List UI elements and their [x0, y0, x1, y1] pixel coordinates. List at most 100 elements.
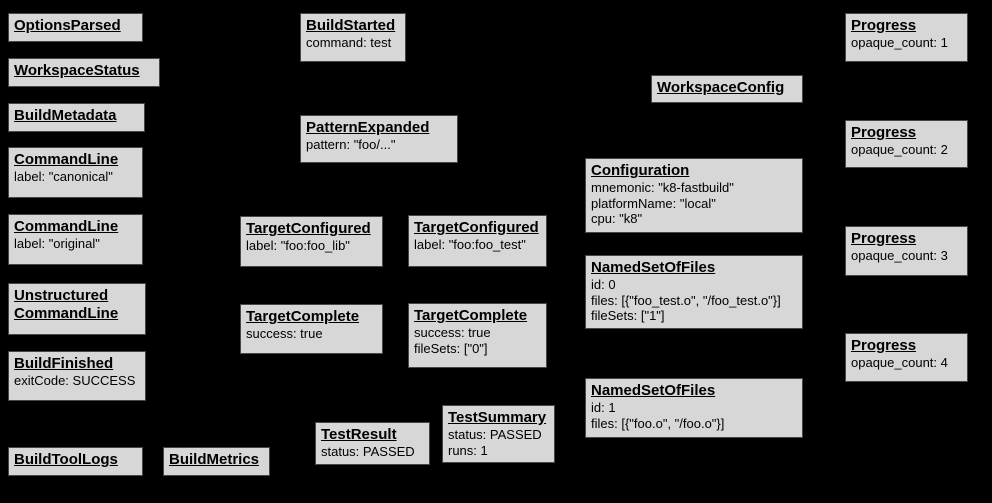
- event-property: status: PASSED: [321, 444, 415, 459]
- event-property: opaque_count: 1: [851, 35, 948, 50]
- event-properties: label: "foo:foo_lib": [246, 238, 377, 254]
- event-title-line: TestResult: [321, 426, 397, 443]
- event-property: runs: 1: [448, 442, 488, 458]
- event-title: TargetConfigured: [414, 219, 541, 237]
- event-property: label: "original": [14, 236, 100, 251]
- event-properties: opaque_count: 4: [851, 355, 962, 371]
- event-properties: label: "canonical": [14, 169, 137, 185]
- event-title-line: TargetConfigured: [246, 220, 371, 237]
- event-title-line: Unstructured: [14, 287, 109, 304]
- event-box-targetconfigured: TargetConfigured label: "foo:foo_test": [408, 215, 547, 267]
- event-title-line: TestSummary: [448, 409, 547, 426]
- event-box-progress: Progress opaque_count: 2: [845, 120, 968, 168]
- event-properties: opaque_count: 1: [851, 35, 962, 51]
- event-box-optionsparsed: OptionsParsed: [8, 13, 143, 42]
- event-property: platformName: "local": [591, 195, 716, 211]
- event-title: BuildStarted: [306, 17, 400, 35]
- event-title-line: BuildFinished: [14, 355, 114, 372]
- event-title-line: NamedSetOfFiles: [591, 259, 716, 276]
- event-box-configuration: Configuration mnemonic: "k8-fastbuild"pl…: [585, 158, 803, 233]
- event-box-buildfinished: BuildFinished exitCode: SUCCESS: [8, 351, 146, 401]
- event-property: fileSets: ["1"]: [591, 308, 665, 323]
- event-property: mnemonic: "k8-fastbuild": [591, 180, 734, 195]
- event-properties: mnemonic: "k8-fastbuild"platformName: "l…: [591, 180, 797, 227]
- event-box-workspaceconfig: WorkspaceConfig: [651, 75, 803, 103]
- event-title: Progress: [851, 337, 962, 355]
- event-box-buildmetrics: BuildMetrics: [163, 447, 270, 476]
- event-box-targetcomplete: TargetComplete success: true: [240, 304, 383, 354]
- event-title: Progress: [851, 230, 962, 248]
- event-box-progress: Progress opaque_count: 4: [845, 333, 968, 382]
- event-box-patternexpanded: PatternExpanded pattern: "foo/...": [300, 115, 458, 163]
- event-property: status: PASSED: [448, 427, 542, 442]
- event-title: TargetComplete: [246, 308, 377, 326]
- event-box-progress: Progress opaque_count: 3: [845, 226, 968, 276]
- event-property: fileSets: ["0"]: [414, 340, 488, 356]
- event-title-line: Progress: [851, 17, 917, 34]
- event-title: TestResult: [321, 426, 424, 444]
- event-title: Configuration: [591, 162, 797, 180]
- event-box-commandline: CommandLine label: "original": [8, 214, 143, 265]
- event-title: TargetComplete: [414, 307, 541, 325]
- event-property: command: test: [306, 35, 392, 50]
- event-box-buildstarted: BuildStarted command: test: [300, 13, 406, 62]
- event-title: BuildMetrics: [169, 451, 264, 469]
- event-properties: exitCode: SUCCESS: [14, 373, 140, 389]
- event-title: WorkspaceStatus: [14, 62, 154, 80]
- event-title: BuildMetadata: [14, 107, 139, 125]
- event-property: id: 0: [591, 277, 616, 292]
- event-properties: pattern: "foo/...": [306, 137, 452, 153]
- event-properties: label: "original": [14, 236, 137, 252]
- event-title-line: PatternExpanded: [306, 119, 430, 136]
- event-property: files: [{"foo_test.o", "/foo_test.o"}]: [591, 292, 781, 308]
- event-box-commandline: CommandLine label: "canonical": [8, 147, 143, 198]
- event-title-line: OptionsParsed: [14, 17, 121, 34]
- event-title: TargetConfigured: [246, 220, 377, 238]
- event-property: pattern: "foo/...": [306, 137, 396, 152]
- event-title-line: BuildToolLogs: [14, 451, 118, 468]
- event-property: exitCode: SUCCESS: [14, 373, 136, 388]
- event-title: TestSummary: [448, 409, 549, 427]
- event-title-line: NamedSetOfFiles: [591, 382, 716, 399]
- event-title: NamedSetOfFiles: [591, 259, 797, 277]
- event-property: success: true: [246, 326, 323, 341]
- event-properties: command: test: [306, 35, 400, 51]
- event-title-line: CommandLine: [14, 151, 119, 168]
- event-properties: success: true: [246, 326, 377, 342]
- event-properties: status: PASSED: [321, 444, 424, 460]
- event-box-targetconfigured: TargetConfigured label: "foo:foo_lib": [240, 216, 383, 267]
- event-title-line: TargetComplete: [414, 307, 528, 324]
- event-property: files: [{"foo.o", "/foo.o"}]: [591, 415, 725, 431]
- event-title-line: CommandLine: [14, 218, 119, 235]
- event-property: opaque_count: 2: [851, 142, 948, 157]
- event-box-progress: Progress opaque_count: 1: [845, 13, 968, 62]
- event-box-buildmetadata: BuildMetadata: [8, 103, 145, 132]
- event-title-line: Configuration: [591, 162, 690, 179]
- event-title-line: CommandLine: [14, 305, 119, 322]
- event-title: CommandLine: [14, 151, 137, 169]
- event-title: BuildFinished: [14, 355, 140, 373]
- event-title-line: Progress: [851, 230, 917, 247]
- event-title-line: BuildMetadata: [14, 107, 117, 124]
- event-properties: label: "foo:foo_test": [414, 237, 541, 253]
- event-title: WorkspaceConfig: [657, 79, 797, 97]
- event-title-line: BuildStarted: [306, 17, 396, 34]
- event-title: Progress: [851, 124, 962, 142]
- event-title: CommandLine: [14, 218, 137, 236]
- event-title-line: Progress: [851, 337, 917, 354]
- event-title: Progress: [851, 17, 962, 35]
- event-property: label: "foo:foo_test": [414, 237, 526, 252]
- event-title: PatternExpanded: [306, 119, 452, 137]
- event-properties: opaque_count: 2: [851, 142, 962, 158]
- event-property: label: "foo:foo_lib": [246, 238, 350, 253]
